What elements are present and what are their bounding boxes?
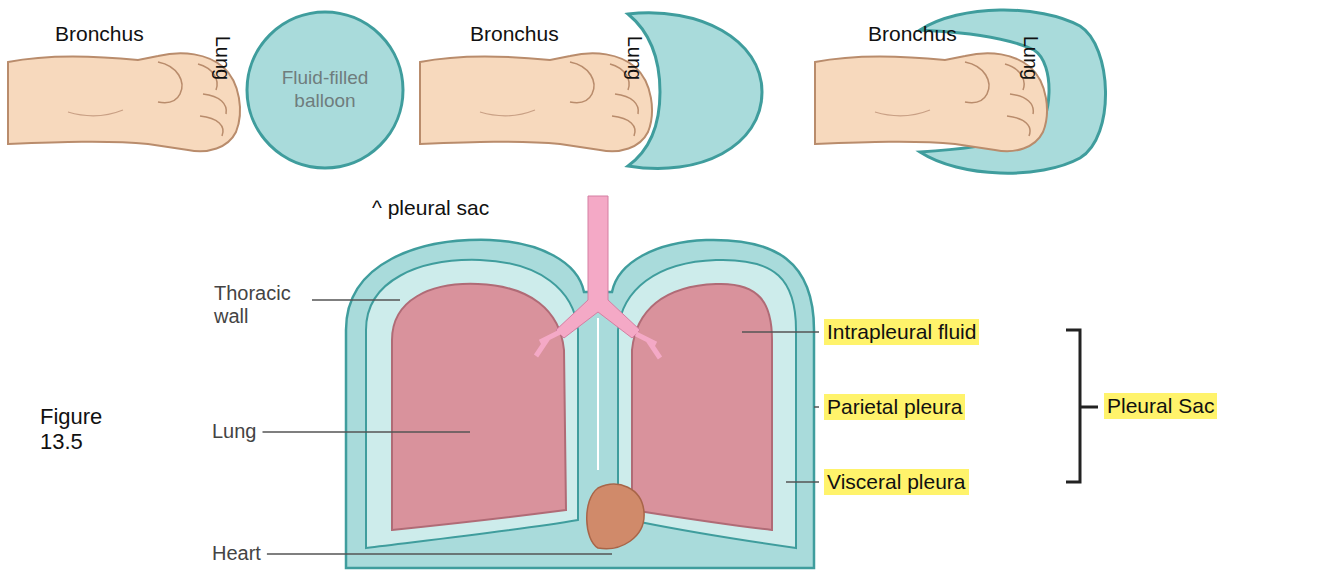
leader-lines bbox=[263, 300, 820, 554]
part-label: Lung bbox=[623, 36, 646, 81]
part-label: Thoracic wall bbox=[214, 282, 306, 328]
note-label: ^ pleural sac bbox=[372, 196, 489, 220]
part-label: Parietal pleura bbox=[824, 394, 965, 420]
lung-left bbox=[392, 284, 566, 530]
part-label: Heart bbox=[212, 542, 261, 565]
thoracic-wall bbox=[346, 240, 814, 568]
part-label: Bronchus bbox=[868, 22, 957, 46]
figure-number: Figure 13.5 bbox=[40, 404, 120, 455]
part-label: Bronchus bbox=[470, 22, 559, 46]
mediastinum-line bbox=[597, 318, 599, 470]
bracket bbox=[1066, 330, 1098, 482]
balloon-label: Fluid-filled balloon bbox=[275, 67, 375, 113]
pleural-sac-left bbox=[366, 260, 578, 548]
part-label: Intrapleural fluid bbox=[824, 319, 979, 345]
part-label: Lung bbox=[211, 36, 234, 81]
pleural-sac-right bbox=[618, 260, 796, 548]
balloon-circle: Fluid-filled balloon bbox=[245, 10, 405, 170]
group-label: Pleural Sac bbox=[1104, 393, 1217, 419]
heart bbox=[587, 484, 644, 549]
part-label: Visceral pleura bbox=[824, 469, 969, 495]
part-label: Lung bbox=[1019, 36, 1042, 81]
part-label: Lung bbox=[212, 420, 257, 443]
lung-right bbox=[632, 284, 772, 530]
part-label: Bronchus bbox=[55, 22, 144, 46]
trachea bbox=[556, 196, 640, 338]
